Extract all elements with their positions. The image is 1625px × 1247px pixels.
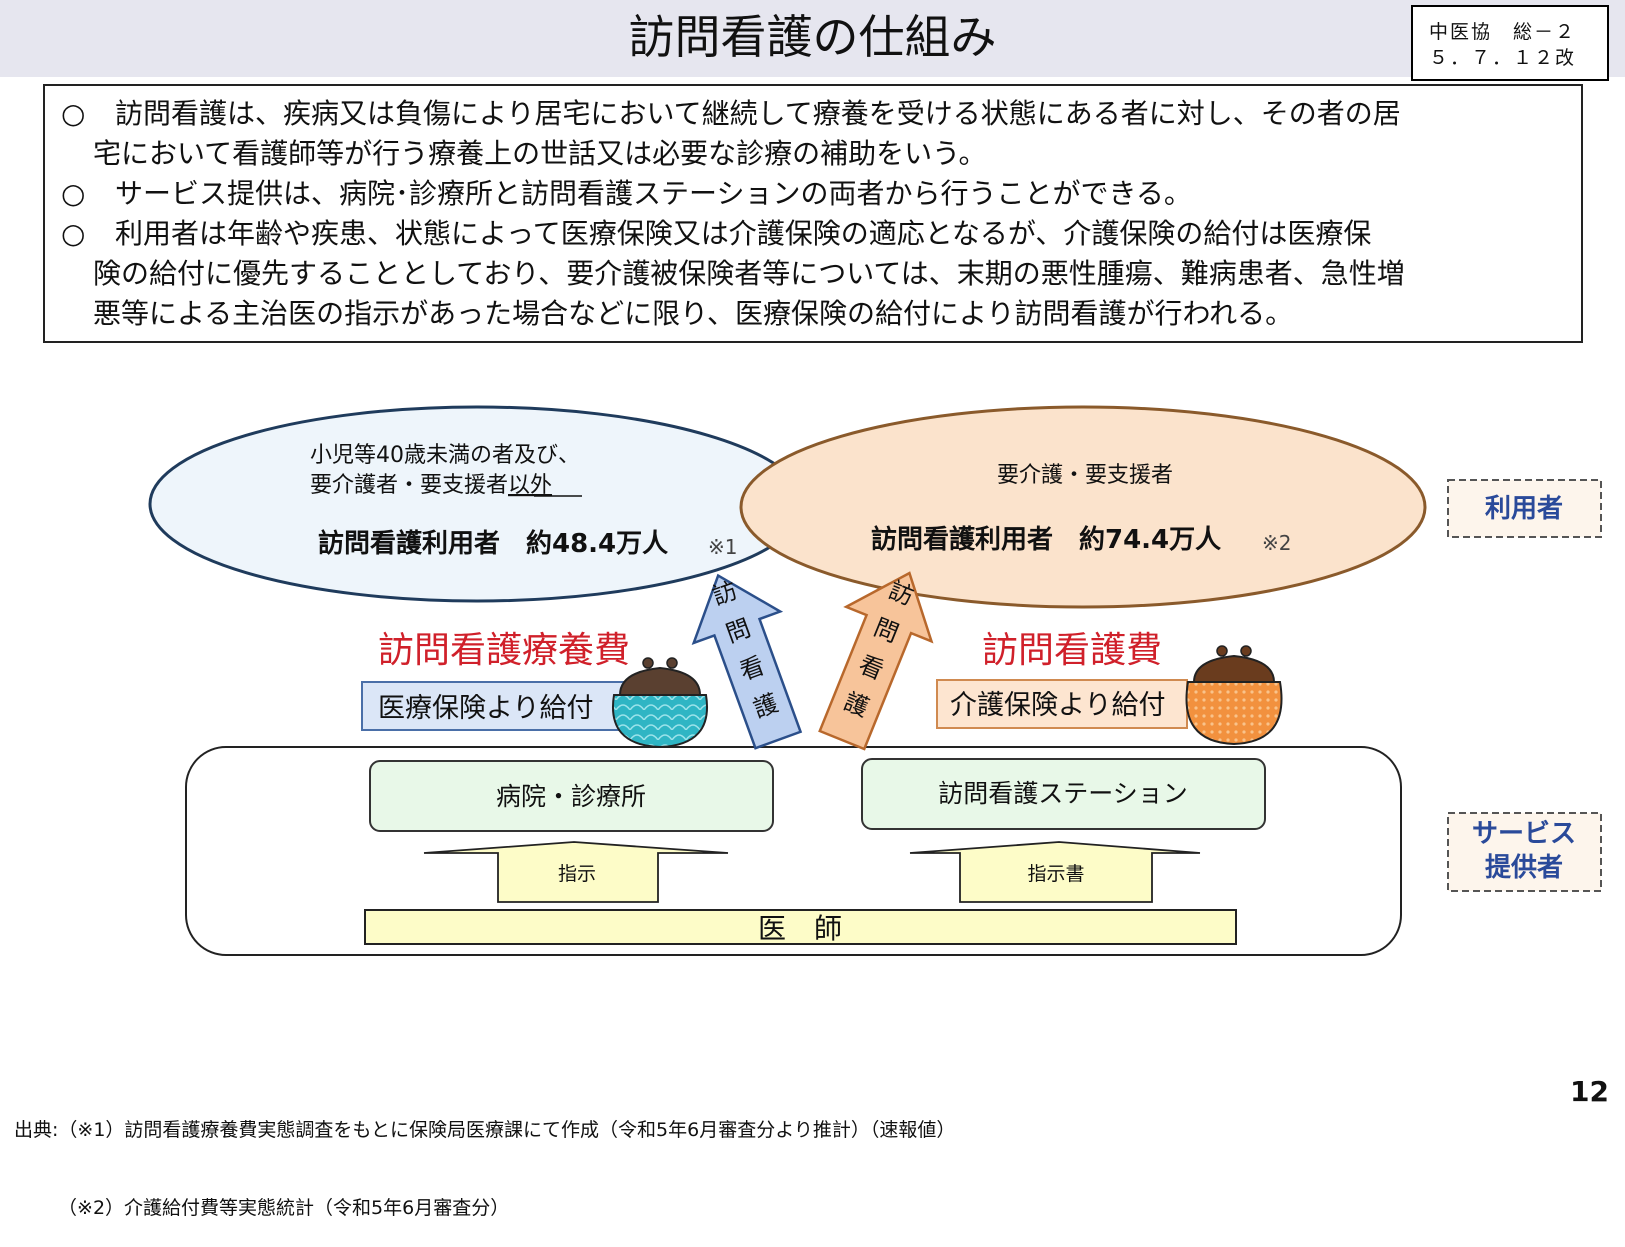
footnotes: 出典:（※1）訪問看護療養費実態調査をもとに保険局医療課にて作成（令和5年6月審… bbox=[14, 1065, 955, 1247]
summary-item-3-line3: 悪等による主治医の指示があった場合などに限り、医療保険の給付により訪問看護が行わ… bbox=[93, 297, 1294, 330]
left-group-desc-line1: 小児等40歳未満の者及び、 bbox=[310, 443, 580, 468]
summary-item-3-line1: 利用者は年齢や疾患、状態によって医療保険又は介護保険の適応となるが、介護保険の給… bbox=[115, 217, 1372, 250]
instruction-arrow-right bbox=[909, 841, 1201, 903]
right-note: ※2 bbox=[1262, 531, 1291, 555]
right-benefit-label: 介護保険より給付 bbox=[950, 690, 1165, 721]
purse-icon bbox=[612, 657, 708, 749]
side-label-providers-box bbox=[1447, 812, 1602, 892]
side-label-providers-1: サービス bbox=[1472, 819, 1576, 849]
summary-item-3-line2: 険の給付に優先することとしており、要介護被保険者等については、末期の悪性腫瘍、難… bbox=[93, 257, 1405, 290]
header-band bbox=[0, 0, 1625, 77]
instruction-right-label: 指示書 bbox=[1027, 863, 1084, 885]
document-reference-line1: 中医協 総－２ bbox=[1429, 21, 1577, 43]
summary-item-2-line1: サービス提供は、病院･診療所と訪問看護ステーションの両者から行うことができる。 bbox=[115, 177, 1192, 210]
left-note: ※1 bbox=[708, 535, 737, 559]
diagram: 小児等40歳未満の者及び、 要介護者・要支援者以外 訪問看護利用者 約48.4万… bbox=[148, 405, 1602, 956]
side-label-providers-2: 提供者 bbox=[1485, 853, 1563, 883]
instruction-arrow-left bbox=[423, 841, 729, 903]
right-user-ellipse bbox=[739, 405, 1427, 609]
document-reference: 中医協 総－２ ５．７．１２改 bbox=[1411, 5, 1609, 81]
left-fee-name: 訪問看護療養費 bbox=[378, 630, 630, 671]
side-label-users-box bbox=[1447, 479, 1602, 538]
left-user-ellipse bbox=[148, 405, 806, 603]
left-users-label: 訪問看護利用者 約48.4万人 bbox=[318, 528, 668, 559]
bullet-mark: ○ bbox=[61, 97, 86, 130]
hospital-label: 病院・診療所 bbox=[496, 782, 646, 811]
left-group-desc-line2: 要介護者・要支援者以外 bbox=[310, 473, 552, 498]
right-fee-name: 訪問看護費 bbox=[982, 630, 1162, 671]
blue-arrow: 訪 問 看 護 bbox=[691, 573, 803, 750]
station-label: 訪問看護ステーション bbox=[938, 779, 1188, 808]
page-title: 訪問看護の仕組み bbox=[628, 10, 997, 64]
summary-item-1-line1: 訪問看護は、疾病又は負傷により居宅において継続して療養を受ける状態にある者に対し… bbox=[115, 97, 1401, 130]
page-number: 12 bbox=[1570, 1075, 1609, 1108]
doctor-label: 医 師 bbox=[758, 912, 842, 945]
right-users-label: 訪問看護利用者 約74.4万人 bbox=[871, 524, 1221, 555]
purse-icon bbox=[1185, 645, 1283, 746]
station-box bbox=[861, 758, 1266, 830]
footnote-line2: （※2）介護給付費等実態統計（令和5年6月審査分） bbox=[14, 1197, 510, 1219]
instruction-left-label: 指示 bbox=[558, 863, 596, 885]
hospital-box bbox=[369, 760, 774, 832]
footnote-line1: 出典:（※1）訪問看護療養費実態調査をもとに保険局医療課にて作成（令和5年6月審… bbox=[14, 1119, 956, 1141]
bullet-mark: ○ bbox=[61, 217, 86, 250]
side-label-users: 利用者 bbox=[1485, 494, 1563, 524]
right-group-desc: 要介護・要支援者 bbox=[997, 463, 1173, 488]
summary-item-1-line2: 宅において看護師等が行う療養上の世話又は必要な診療の補助をいう。 bbox=[93, 137, 987, 170]
left-benefit-label: 医療保険より給付 bbox=[378, 693, 593, 724]
summary-box: ○ 訪問看護は、疾病又は負傷により居宅において継続して療養を受ける状態にある者に… bbox=[43, 84, 1583, 343]
orange-arrow: 訪 問 看 護 bbox=[818, 571, 934, 751]
bullet-mark: ○ bbox=[61, 177, 86, 210]
document-reference-line2: ５．７．１２改 bbox=[1429, 47, 1577, 69]
doctor-bar bbox=[364, 909, 1237, 945]
